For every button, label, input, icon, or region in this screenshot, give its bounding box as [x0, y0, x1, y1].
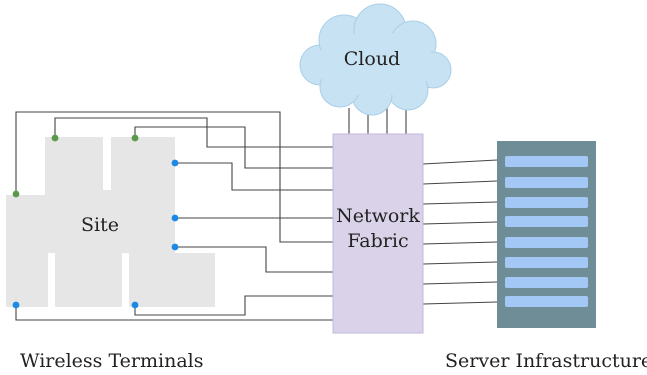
server-rack [497, 141, 596, 328]
wire-ap-1 [54, 117, 333, 148]
access-points [12, 134, 179, 309]
server-link-2 [422, 180, 498, 185]
cloud-label: Cloud [344, 48, 400, 70]
access-point-blue-2 [171, 214, 179, 222]
cloud-links [348, 108, 407, 134]
server-slot-4 [505, 216, 588, 227]
fabric-label-line2: Fabric [347, 230, 408, 252]
wire-ap-2 [134, 126, 333, 169]
terminal-wires [15, 111, 333, 321]
wire-ap-8 [15, 305, 333, 321]
access-point-blue-1 [171, 159, 179, 167]
server-slot-7 [505, 277, 588, 288]
access-point-green-3 [12, 190, 20, 198]
server-slot-6 [505, 257, 588, 268]
wire-ap-3 [175, 162, 333, 191]
server-link-7 [422, 281, 498, 285]
network-fabric: Network Fabric [332, 133, 424, 334]
network-fabric-box [332, 133, 424, 334]
site-area [6, 137, 215, 307]
server-slot-8 [505, 296, 588, 307]
site-floorplan: Site [6, 137, 215, 307]
access-point-blue-3 [171, 243, 179, 251]
server-link-1 [422, 159, 498, 165]
server-links [422, 159, 498, 305]
server-link-4 [422, 221, 498, 225]
server-link-8 [422, 301, 498, 305]
server-slot-5 [505, 237, 588, 248]
wire-ap-7 [134, 295, 333, 316]
server-slot-1 [505, 156, 588, 167]
site-label: Site [81, 214, 119, 236]
server-slot-2 [505, 177, 588, 188]
server-slot-3 [505, 197, 588, 208]
wire-ap-6 [175, 246, 333, 273]
server-link-5 [422, 241, 498, 245]
server-link-3 [422, 201, 498, 205]
server-infrastructure-caption: Server Infrastructure [445, 350, 647, 372]
fabric-label-line1: Network [336, 205, 420, 227]
cloud-shape: Cloud [299, 3, 452, 116]
wire-ap-4 [15, 111, 333, 243]
access-point-blue-5 [12, 301, 20, 309]
access-point-green-2 [131, 134, 139, 142]
access-point-green-1 [51, 134, 59, 142]
server-link-6 [422, 261, 498, 265]
wireless-terminals-caption: Wireless Terminals [20, 350, 203, 372]
access-point-blue-4 [131, 301, 139, 309]
